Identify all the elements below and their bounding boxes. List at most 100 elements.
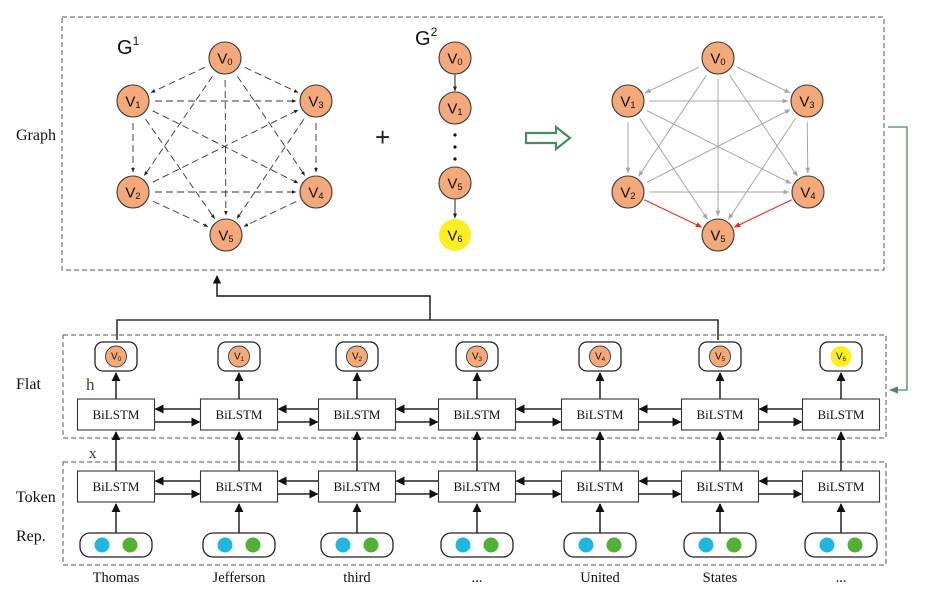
node-circle bbox=[346, 345, 368, 368]
word-embedding-dot bbox=[726, 537, 742, 553]
flat-bilstm-cell: BiLSTM bbox=[560, 398, 640, 431]
graph-g2-title: G2 bbox=[415, 25, 438, 50]
flat-to-graph-connector bbox=[212, 275, 431, 320]
node-label: V3 bbox=[308, 93, 323, 110]
flat-layer: BiLSTMV0BiLSTMV1BiLSTMV2BiLSTMV3BiLSTMV4… bbox=[76, 341, 881, 431]
input-word: Thomas bbox=[93, 570, 140, 586]
graph-node-v0: V0 bbox=[701, 41, 735, 75]
bilstm-box bbox=[317, 398, 397, 431]
bilstm-box bbox=[560, 470, 640, 503]
graph-edge-v1-v4 bbox=[646, 110, 792, 184]
word-embedding-dot bbox=[122, 537, 138, 553]
bilstm-label: BiLSTM bbox=[697, 479, 744, 494]
flat-output-badge: V5 bbox=[698, 341, 742, 372]
bilstm-box bbox=[437, 398, 517, 431]
ellipsis-dot bbox=[453, 145, 457, 149]
bilstm-label: BiLSTM bbox=[577, 407, 624, 422]
token-embedding bbox=[683, 532, 757, 558]
graph-node-v1: V1 bbox=[116, 84, 150, 118]
input-word: Jefferson bbox=[213, 570, 267, 586]
word-embedding-dot bbox=[363, 537, 379, 553]
node-circle bbox=[228, 345, 250, 368]
graph-node-v3: V3 bbox=[790, 84, 824, 118]
bilstm-label: BiLSTM bbox=[454, 479, 501, 494]
node-circle bbox=[299, 175, 333, 209]
char-embedding-dot bbox=[819, 537, 835, 553]
flat-output-badge: V2 bbox=[335, 341, 379, 372]
bilstm-label: BiLSTM bbox=[93, 407, 140, 422]
node-label: V6 bbox=[836, 352, 847, 363]
flat-output-badge: V4 bbox=[578, 341, 622, 372]
node-label: V3 bbox=[472, 352, 483, 363]
graph-edge-v0-v2 bbox=[638, 75, 707, 177]
node-label: V1 bbox=[620, 93, 635, 110]
graph-edge-v0-v1 bbox=[644, 66, 700, 94]
graph-node-v0: V0 bbox=[208, 41, 242, 75]
node-circle bbox=[438, 41, 472, 75]
node-label: V2 bbox=[620, 184, 635, 201]
graph-node-v1: V1 bbox=[438, 91, 472, 125]
node-label: V5 bbox=[447, 175, 462, 192]
bilstm-label: BiLSTM bbox=[334, 479, 381, 494]
node-circle bbox=[116, 84, 150, 118]
token-embedding bbox=[563, 532, 637, 558]
token-layer: BiLSTMThomasBiLSTMJeffersonBiLSTMthirdBi… bbox=[76, 431, 881, 586]
node-circle bbox=[209, 218, 243, 252]
graph-edge-v3-v5 bbox=[236, 119, 305, 219]
flat-bilstm-cell: BiLSTM bbox=[437, 398, 517, 431]
graph-node-v4: V4 bbox=[791, 175, 825, 209]
char-embedding-dot bbox=[94, 537, 110, 553]
embedding-frame bbox=[202, 532, 276, 558]
node-circle bbox=[830, 346, 852, 367]
graph-edge-v0-v3 bbox=[244, 66, 299, 93]
bilstm-box bbox=[199, 398, 279, 431]
graph-edge-v0-v3 bbox=[736, 66, 791, 94]
token-bilstm-cell: BiLSTM bbox=[801, 470, 881, 503]
char-embedding-dot bbox=[217, 537, 233, 553]
bilstm-label: BiLSTM bbox=[818, 479, 865, 494]
node-circle bbox=[439, 219, 471, 251]
merge-arrow-icon bbox=[524, 124, 572, 152]
graph-edge-v1-v4 bbox=[152, 110, 299, 184]
graph-edge-v2-v3 bbox=[152, 109, 299, 183]
node-circle bbox=[105, 345, 127, 368]
embedding-frame bbox=[683, 532, 757, 558]
graph-g2-ellipsis bbox=[453, 133, 457, 161]
node-label: V1 bbox=[125, 93, 140, 110]
char-embedding-dot bbox=[578, 537, 594, 553]
token-bilstm-cell: BiLSTM bbox=[680, 470, 760, 503]
input-symbol: x bbox=[89, 446, 97, 462]
token-bilstm-cell: BiLSTM bbox=[199, 470, 279, 503]
graph-node-v4: V4 bbox=[299, 175, 333, 209]
flat-output-badge: V1 bbox=[217, 341, 261, 372]
graph-edge-v4-v5 bbox=[243, 201, 297, 227]
input-word: United bbox=[580, 570, 620, 586]
graph-edge-v3-v4 bbox=[805, 121, 811, 174]
word-embedding-dot bbox=[606, 537, 622, 553]
bilstm-label: BiLSTM bbox=[454, 407, 501, 422]
row-label-graph: Graph bbox=[16, 127, 56, 144]
node-circle bbox=[701, 218, 735, 252]
graph-node-v3: V3 bbox=[299, 84, 333, 118]
graph-node-v0: V0 bbox=[438, 41, 472, 75]
graph-g1-edges bbox=[131, 66, 318, 228]
node-circle bbox=[438, 91, 472, 125]
feedback-connector bbox=[888, 126, 908, 394]
bilstm-label: BiLSTM bbox=[216, 479, 263, 494]
graph-node-v1: V1 bbox=[611, 84, 645, 118]
node-circle bbox=[116, 175, 150, 209]
token-bilstm-cell: BiLSTM bbox=[76, 470, 156, 503]
graph-edge-v2-v5 bbox=[152, 200, 209, 228]
graph-node-v2: V2 bbox=[116, 175, 150, 209]
graph-node-v5: V5 bbox=[209, 218, 243, 252]
node-circle bbox=[611, 84, 645, 118]
node-circle bbox=[709, 345, 731, 368]
graph-edge-v2-v3 bbox=[646, 109, 791, 183]
token-bilstm-cell: BiLSTM bbox=[437, 470, 517, 503]
